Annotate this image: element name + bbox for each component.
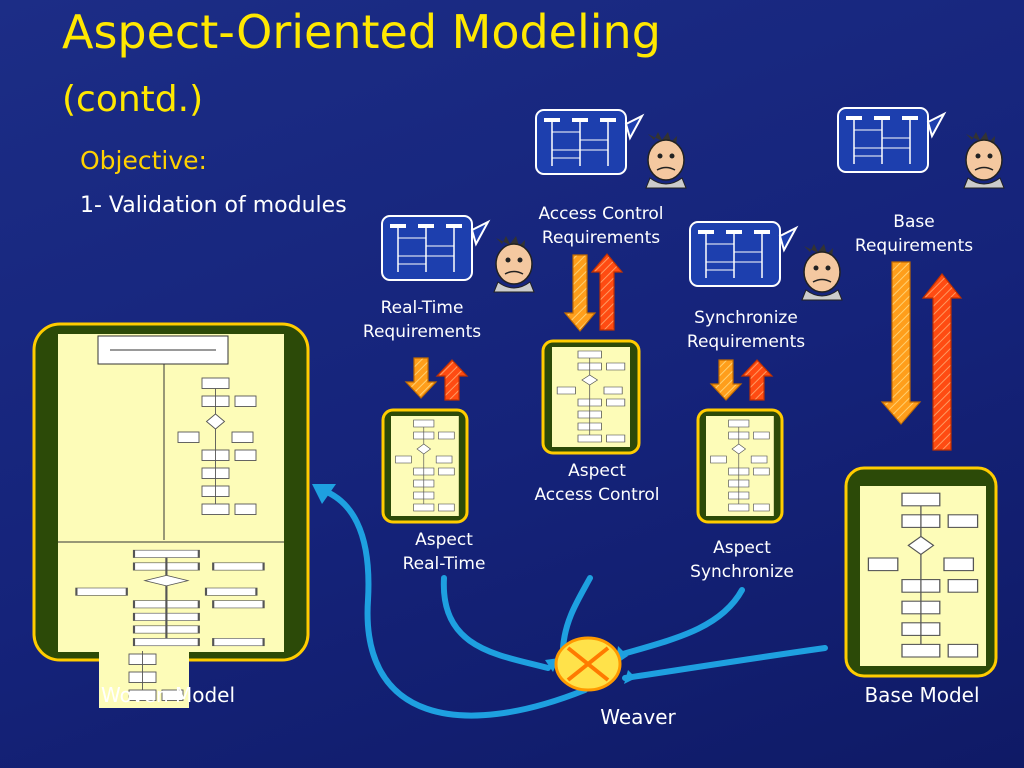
real-time-requirements-icon bbox=[381, 215, 535, 293]
synchronize-requirements-icon bbox=[689, 221, 843, 301]
transform-arrows bbox=[404, 253, 963, 451]
weaver-connectors bbox=[319, 487, 828, 719]
real-time-requirements-label: Real-Time Requirements bbox=[362, 298, 482, 342]
access-control-requirements-icon bbox=[535, 109, 687, 189]
aspect-synchronize-frame bbox=[696, 408, 784, 524]
access-control-requirements-label: Access Control Requirements bbox=[538, 204, 664, 248]
woven-model-frame bbox=[32, 322, 310, 709]
synchronize-requirements-label: Synchronize Requirements bbox=[686, 308, 806, 352]
base-requirements-icon bbox=[837, 107, 1005, 189]
base-model-label: Base Model bbox=[864, 683, 980, 707]
objective-heading: Objective: bbox=[80, 146, 207, 175]
aspect-access-control-label: Aspect Access Control bbox=[534, 461, 660, 505]
aspect-real-time-frame bbox=[381, 408, 469, 524]
weaver-label: Weaver bbox=[600, 705, 676, 729]
woven-arrowhead bbox=[312, 484, 336, 504]
base-model-frame bbox=[844, 466, 998, 678]
objective-item: 1- Validation of modules bbox=[80, 193, 347, 218]
slide-title: Aspect-Oriented Modeling bbox=[62, 5, 661, 59]
aspect-real-time-label: Aspect Real-Time bbox=[402, 530, 486, 574]
aspect-synchronize-label: Aspect Synchronize bbox=[690, 538, 794, 582]
aspect-access-control-frame bbox=[541, 339, 641, 455]
base-requirements-label: Base Requirements bbox=[854, 212, 974, 256]
slide-subtitle: (contd.) bbox=[62, 79, 204, 120]
weaver-node bbox=[554, 636, 622, 692]
woven-model-label: Woven Model bbox=[100, 683, 236, 707]
